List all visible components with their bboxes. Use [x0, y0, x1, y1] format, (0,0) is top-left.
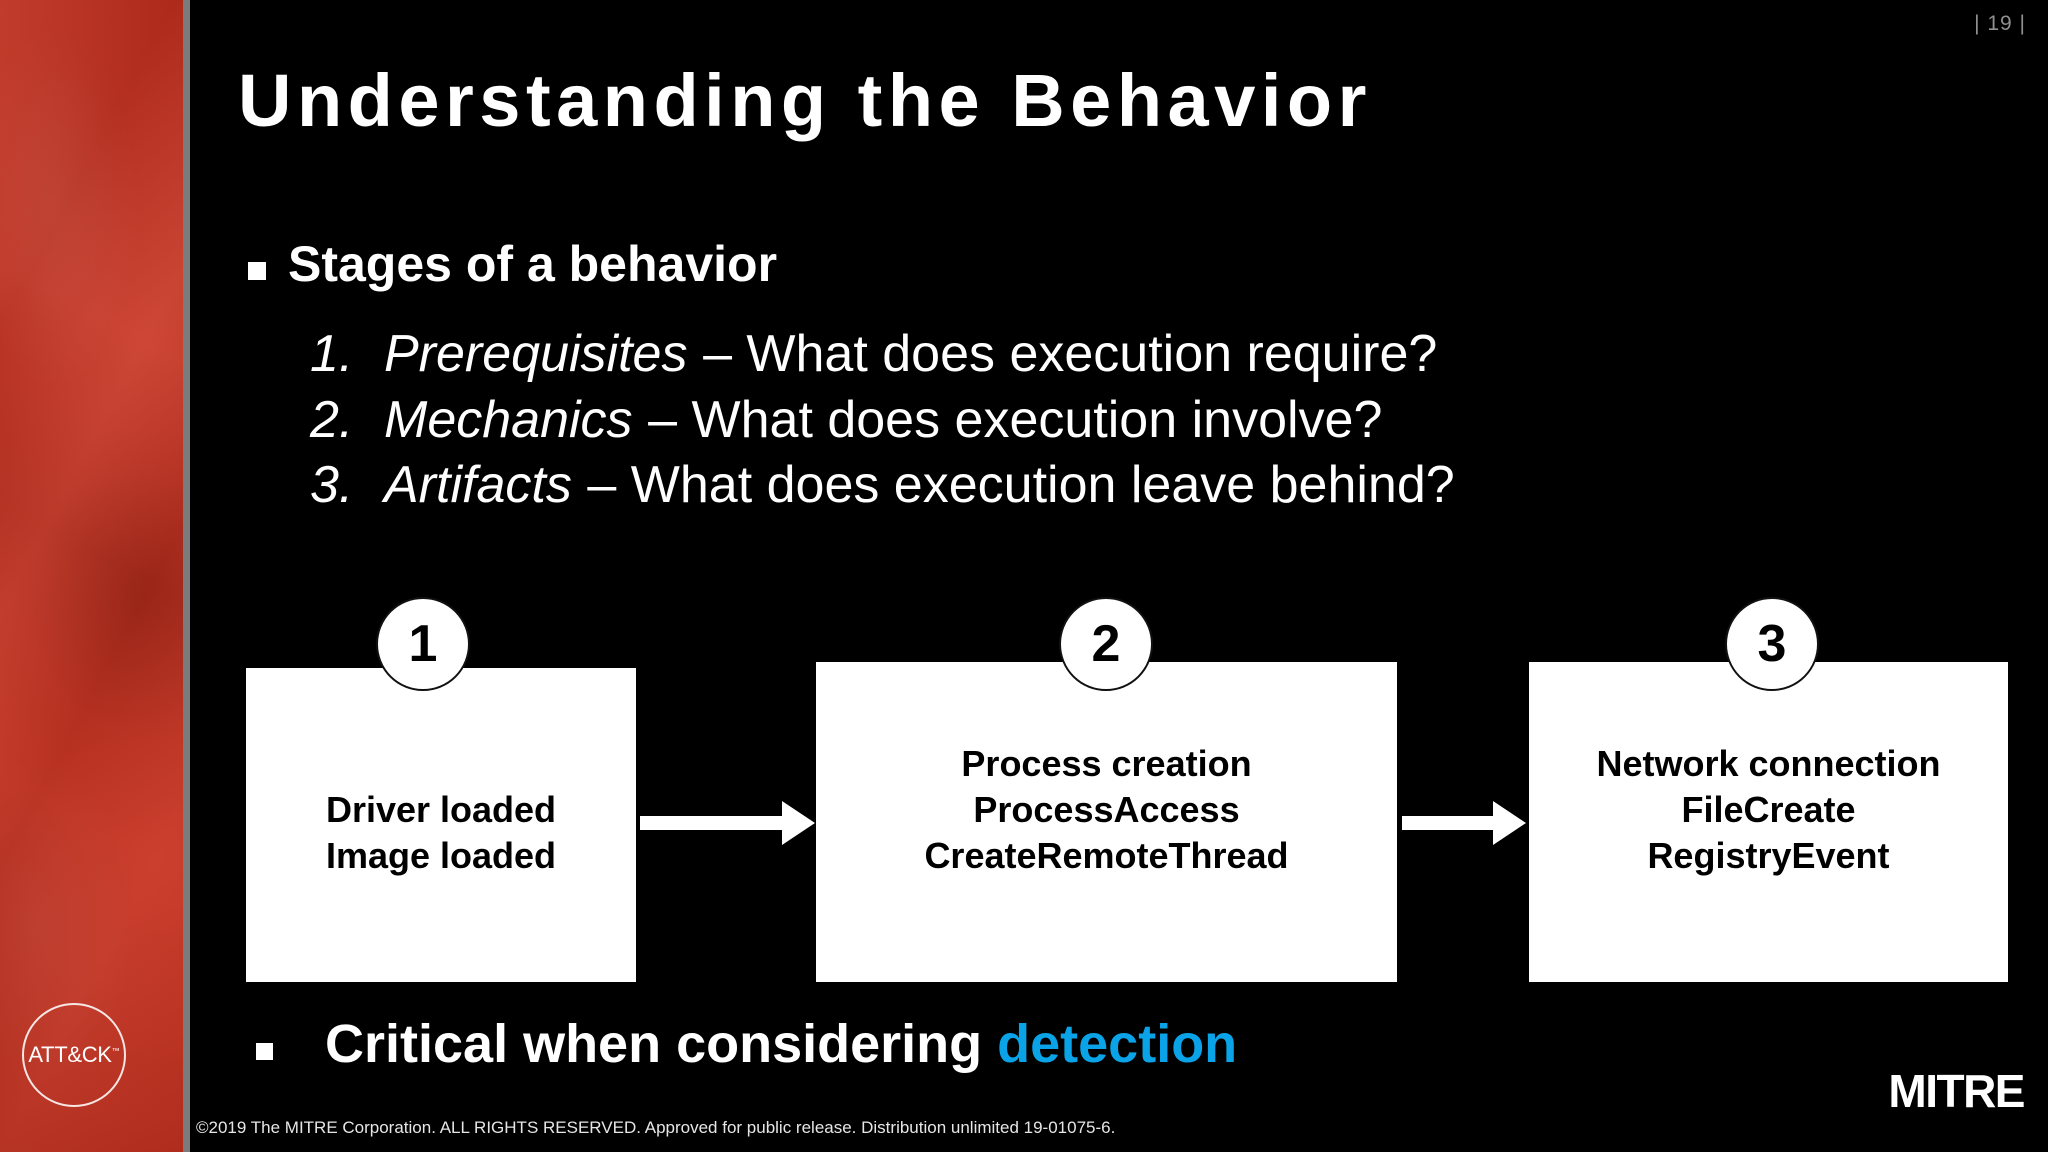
stage-badge-3: 3 [1725, 597, 1819, 691]
square-bullet-icon [256, 1043, 273, 1060]
arrow-shaft [640, 816, 782, 830]
bottom-bullet-label: Critical when considering detection [325, 1016, 1237, 1073]
attack-logo: ATT&CK™ [22, 1003, 126, 1107]
flow-arrow-icon-1 [640, 801, 815, 845]
list-item-text: – What does execution leave behind? [587, 456, 1455, 515]
attack-logo-label: ATT&CK™ [28, 1042, 119, 1068]
stage-box-2: Process creation ProcessAccess CreateRem… [816, 662, 1397, 982]
list-item-emphasis: Mechanics [384, 390, 633, 449]
bottom-bullet-accent-word: detection [997, 1014, 1238, 1074]
list-item: 3. Artifacts – What does execution leave… [310, 453, 1455, 519]
stages-numbered-list: 1. Prerequisites – What does execution r… [310, 322, 1455, 519]
copyright-footer: ©2019 The MITRE Corporation. ALL RIGHTS … [196, 1118, 1116, 1137]
stage-box-1-label: Driver loaded Image loaded [325, 788, 557, 876]
main-bullet-label: Stages of a behavior [288, 236, 778, 292]
list-item: 1. Prerequisites – What does execution r… [310, 322, 1455, 388]
trademark-icon: ™ [111, 1046, 120, 1056]
list-item-emphasis: Prerequisites [384, 325, 688, 383]
page-title: Understanding the Behavior [238, 59, 1372, 142]
flow-arrow-icon-2 [1402, 801, 1526, 845]
arrow-head [1493, 801, 1526, 845]
stage-badge-2: 2 [1059, 597, 1153, 691]
list-item-marker: 3. [310, 456, 354, 515]
list-item-marker: 1. [310, 325, 354, 383]
list-item: 2. Mechanics – What does execution invol… [310, 388, 1455, 454]
square-bullet-icon [248, 262, 266, 280]
stage-badge-1: 1 [376, 597, 470, 691]
stage-box-1: Driver loaded Image loaded [246, 668, 636, 982]
list-item-text: – What does execution require? [703, 325, 1438, 383]
bottom-bullet-text: Critical when considering [325, 1014, 998, 1074]
stage-box-2-label: Process creation ProcessAccess CreateRem… [924, 742, 1289, 877]
page-number: | 19 | [1974, 12, 2026, 35]
list-item-text: – What does execution involve? [648, 390, 1383, 449]
sidebar-divider [183, 0, 190, 1152]
arrow-head [782, 801, 815, 845]
attack-logo-text: ATT&CK [28, 1042, 112, 1067]
bottom-bullet-row: Critical when considering detection [256, 1016, 1237, 1073]
list-item-marker: 2. [310, 390, 354, 449]
mitre-logo: MITRE [1888, 1065, 2025, 1117]
left-accent-sidebar [0, 0, 183, 1152]
arrow-shaft [1402, 816, 1493, 830]
stage-box-3-label: Network connection FileCreate RegistryEv… [1596, 742, 1941, 877]
stage-box-3: Network connection FileCreate RegistryEv… [1529, 662, 2008, 982]
list-item-emphasis: Artifacts [384, 456, 572, 515]
main-bullet-row: Stages of a behavior [248, 238, 777, 291]
